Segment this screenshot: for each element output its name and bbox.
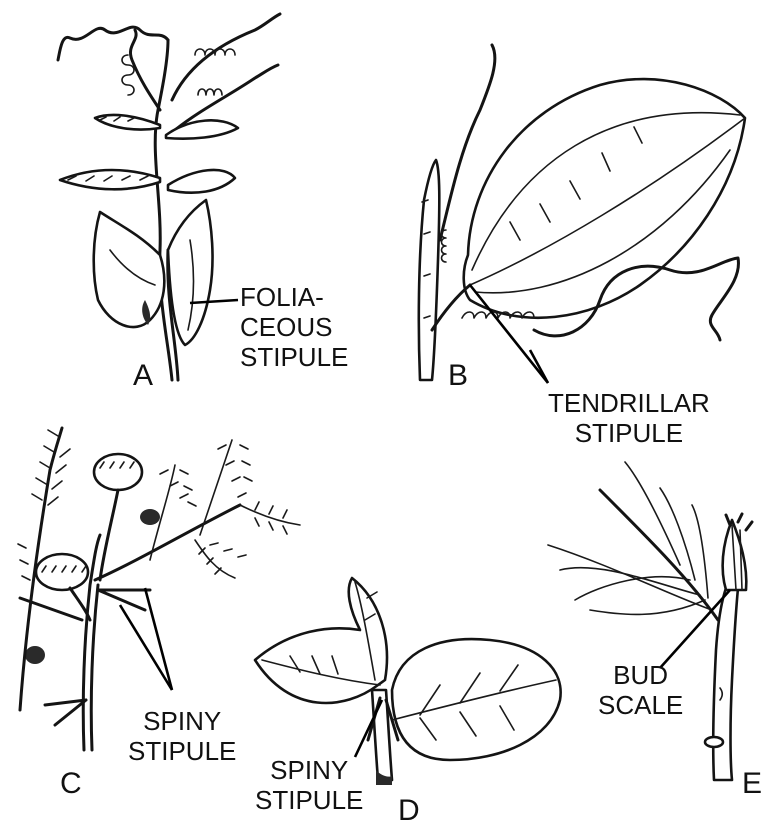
figure-c-label: SPINY STIPULE	[128, 706, 236, 766]
figure-c-pointer-line-2	[145, 588, 172, 690]
figure-d-leaf-right	[392, 639, 561, 760]
figure-b-label: TENDRILLAR STIPULE	[548, 388, 710, 448]
figure-c-drawing	[18, 428, 300, 750]
figure-b-label-line-2: STIPULE	[548, 418, 710, 448]
figure-a-stem	[155, 40, 172, 380]
figure-a-letter: A	[133, 360, 153, 392]
figure-e-label: BUD SCALE	[598, 660, 683, 720]
figure-c-flower-head	[94, 454, 142, 490]
figure-e-drawing	[548, 462, 752, 780]
figure-c-pointer-line-1	[120, 605, 172, 690]
figure-d-stem	[372, 690, 392, 780]
figure-e-letter: E	[742, 768, 762, 800]
figure-b-letter: B	[448, 360, 468, 392]
figure-a-label-line-1: FOLIA-	[240, 282, 348, 312]
figure-a-label-line-3: STIPULE	[240, 342, 348, 372]
figure-e-label-line-1: BUD	[598, 660, 683, 690]
figure-a-label-line-2: CEOUS	[240, 312, 348, 342]
figure-b-leaf-blade	[464, 79, 745, 318]
figure-c-label-line-1: SPINY	[128, 706, 236, 736]
figure-c-label-line-2: STIPULE	[128, 736, 236, 766]
figure-d-drawing	[255, 578, 561, 785]
figure-d-label-line-1: SPINY	[255, 755, 363, 785]
figure-b-drawing	[419, 45, 745, 380]
figure-e-label-line-2: SCALE	[598, 690, 683, 720]
figure-c-letter: C	[60, 768, 82, 800]
figure-b-stem	[419, 160, 440, 380]
figure-b-label-line-1: TENDRILLAR	[548, 388, 710, 418]
figure-a-tendril	[58, 27, 168, 60]
figure-c-spine	[98, 590, 150, 610]
figure-d-letter: D	[398, 795, 420, 827]
figure-d-label-line-2: STIPULE	[255, 785, 363, 815]
figure-a-label: FOLIA- CEOUS STIPULE	[240, 282, 348, 372]
figure-e-leaf-rachis	[600, 490, 718, 620]
figure-b-pointer-line-2	[530, 350, 548, 383]
figure-d-label: SPINY STIPULE	[255, 755, 363, 815]
